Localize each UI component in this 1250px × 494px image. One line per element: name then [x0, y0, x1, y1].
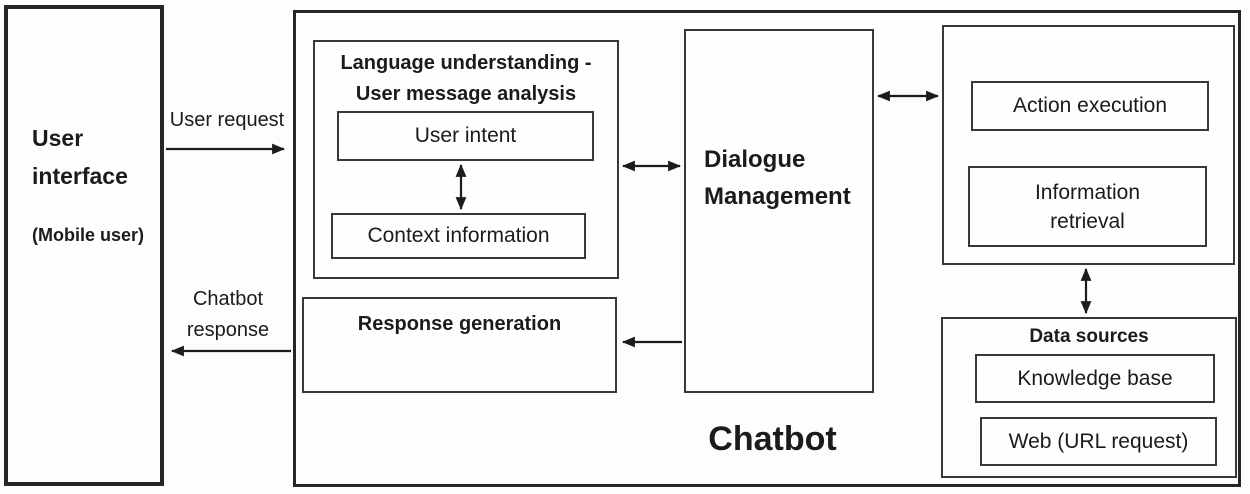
knowledge-base-label: Knowledge base — [1017, 366, 1173, 390]
dialogue-management-label: Dialogue Management — [704, 146, 851, 210]
knowledge-base-box: Knowledge base — [975, 354, 1215, 403]
context-information-label: Context information — [367, 224, 550, 247]
mobile-user-subtitle: (Mobile user) — [32, 225, 145, 245]
user-interface-box: User interface (Mobile user) — [4, 5, 164, 486]
language-understanding-title-line2: User message analysis — [355, 83, 577, 105]
user-request-label: User request — [169, 109, 285, 131]
user-intent-label: User intent — [414, 124, 517, 147]
data-sources-title: Data sources — [1029, 326, 1149, 347]
chatbot-label: Chatbot — [708, 420, 837, 458]
web-url-request-label: Web (URL request) — [1008, 429, 1189, 453]
chatbot-container-box — [293, 10, 1241, 487]
information-retrieval-label: Information retrieval — [1034, 180, 1141, 233]
action-execution-box: Action execution — [971, 81, 1209, 131]
language-understanding-title-line1: Language understanding - — [340, 52, 592, 74]
dialogue-management-box: Dialogue Management — [684, 29, 874, 393]
information-retrieval-box: Information retrieval — [968, 166, 1207, 247]
response-generation-box: Response generation — [302, 297, 617, 393]
language-understanding-title: Language understanding - User message an… — [315, 48, 617, 110]
user-intent-box: User intent — [337, 111, 594, 161]
web-url-request-box: Web (URL request) — [980, 417, 1217, 466]
chatbot-response-label: Chatbot response — [186, 288, 270, 341]
response-generation-label: Response generation — [357, 313, 562, 335]
context-information-box: Context information — [331, 213, 586, 259]
action-execution-label: Action execution — [1012, 94, 1168, 117]
user-interface-title: User interface — [32, 125, 128, 189]
